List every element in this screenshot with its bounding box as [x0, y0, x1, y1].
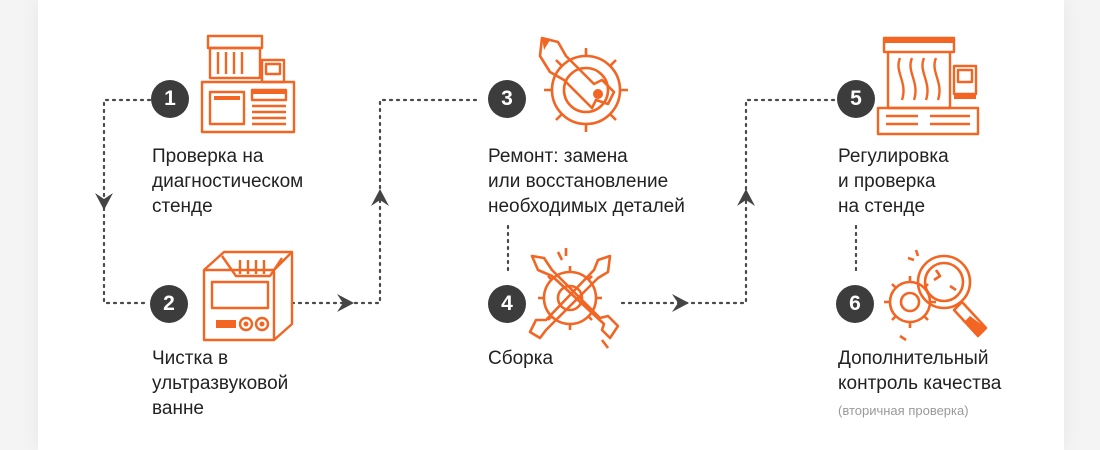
step-5-line-1: Регулировка [838, 146, 949, 167]
step-label-1: Проверка на диагностическом стенде [152, 144, 303, 219]
arrow-right-icon-2 [672, 294, 689, 312]
step-label-6: Дополнительный контроль качества (вторич… [838, 346, 1001, 420]
test-bench-icon [876, 36, 980, 136]
step-1-line-3: стенде [152, 196, 213, 217]
step-4-line-1: Сборка [488, 348, 554, 369]
wrench-gear-repair-icon [538, 36, 628, 132]
step-number-badge-1: 1 [151, 80, 189, 118]
step-number-badge-3: 3 [488, 80, 526, 118]
step-2-line-3: ванне [152, 398, 204, 419]
step-number-badge-5: 5 [837, 80, 875, 118]
arrow-up-icon-2 [737, 189, 755, 206]
step-2-line-2: ультразвуковой [152, 373, 289, 394]
arrow-right-icon [337, 294, 354, 312]
step-6-note: (вторичная проверка) [838, 403, 969, 418]
step-number-badge-4: 4 [488, 285, 526, 323]
step-number-badge-2: 2 [150, 285, 188, 323]
step-number-badge-6: 6 [836, 285, 874, 323]
step-3-line-2: или восстановление [488, 171, 669, 192]
step-3-line-3: необходимых деталей [488, 196, 685, 217]
step-6-line-1: Дополнительный [838, 348, 989, 369]
step-label-2: Чистка в ультразвуковой ванне [152, 346, 288, 421]
connector-2-3 [290, 98, 482, 305]
ultrasonic-bath-icon [202, 250, 294, 342]
step-label-3: Ремонт: замена или восстановление необхо… [488, 144, 685, 219]
step-1-line-1: Проверка на [152, 146, 264, 167]
step-label-5: Регулировка и проверка на стенде [838, 144, 949, 219]
step-label-4: Сборка [488, 346, 553, 371]
connector-1-2 [102, 98, 152, 305]
step-3-line-1: Ремонт: замена [488, 146, 628, 167]
tools-gear-assembly-icon [528, 248, 620, 349]
step-1-line-2: диагностическом [152, 171, 304, 192]
diagnostic-stand-icon [200, 34, 296, 134]
magnifier-gears-icon [884, 249, 988, 342]
step-6-line-2: контроль качества [838, 373, 1002, 394]
arrow-up-icon [371, 189, 389, 206]
step-2-line-1: Чистка в [152, 348, 229, 369]
step-5-line-3: на стенде [838, 196, 926, 217]
arrow-down-icon [95, 193, 113, 210]
step-5-line-2: и проверка [838, 171, 936, 192]
